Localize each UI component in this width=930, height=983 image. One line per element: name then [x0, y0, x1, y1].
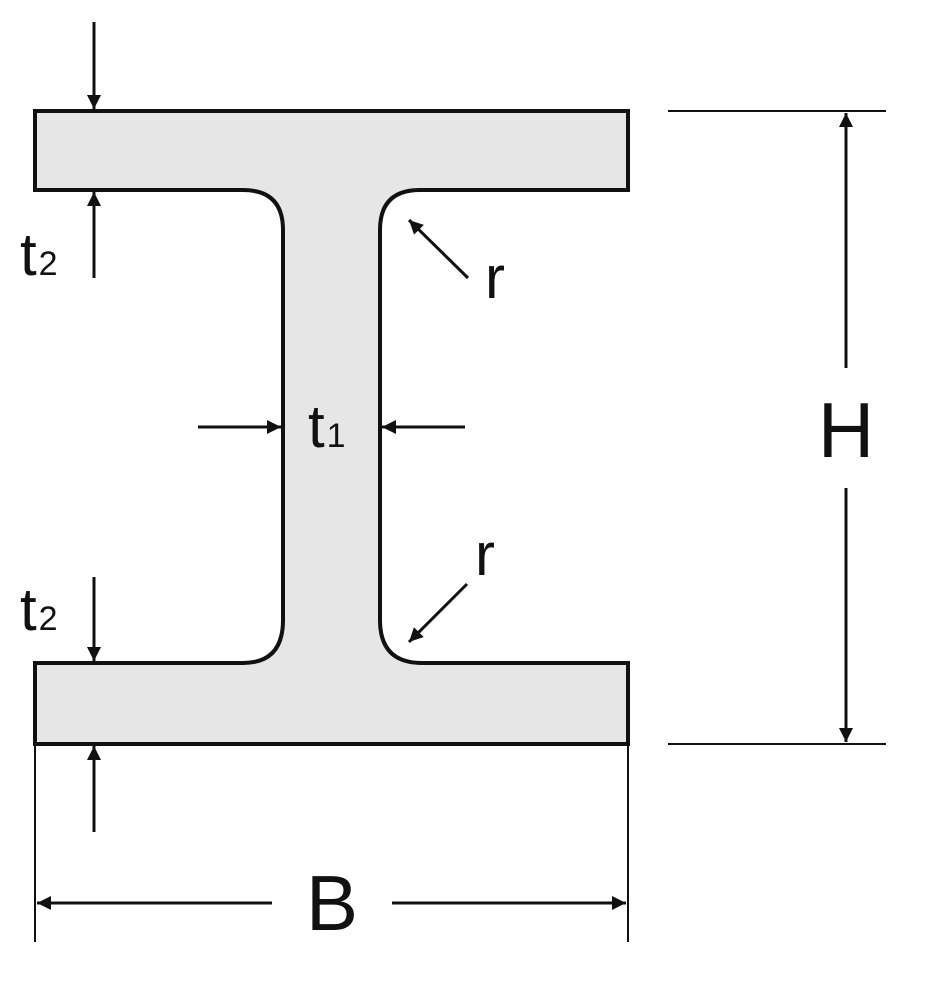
height-label: H	[818, 386, 874, 474]
radius-bottom-arrow	[407, 582, 469, 644]
width-label: B	[306, 859, 358, 947]
flange-thickness-top-label: t2	[20, 221, 58, 288]
web-thickness-label: t1	[308, 393, 346, 460]
radius-bottom-label: r	[475, 521, 495, 588]
radius-top-arrow	[407, 218, 470, 280]
flange-thickness-bottom-label: t2	[20, 576, 58, 643]
radius-top-label: r	[485, 244, 505, 311]
